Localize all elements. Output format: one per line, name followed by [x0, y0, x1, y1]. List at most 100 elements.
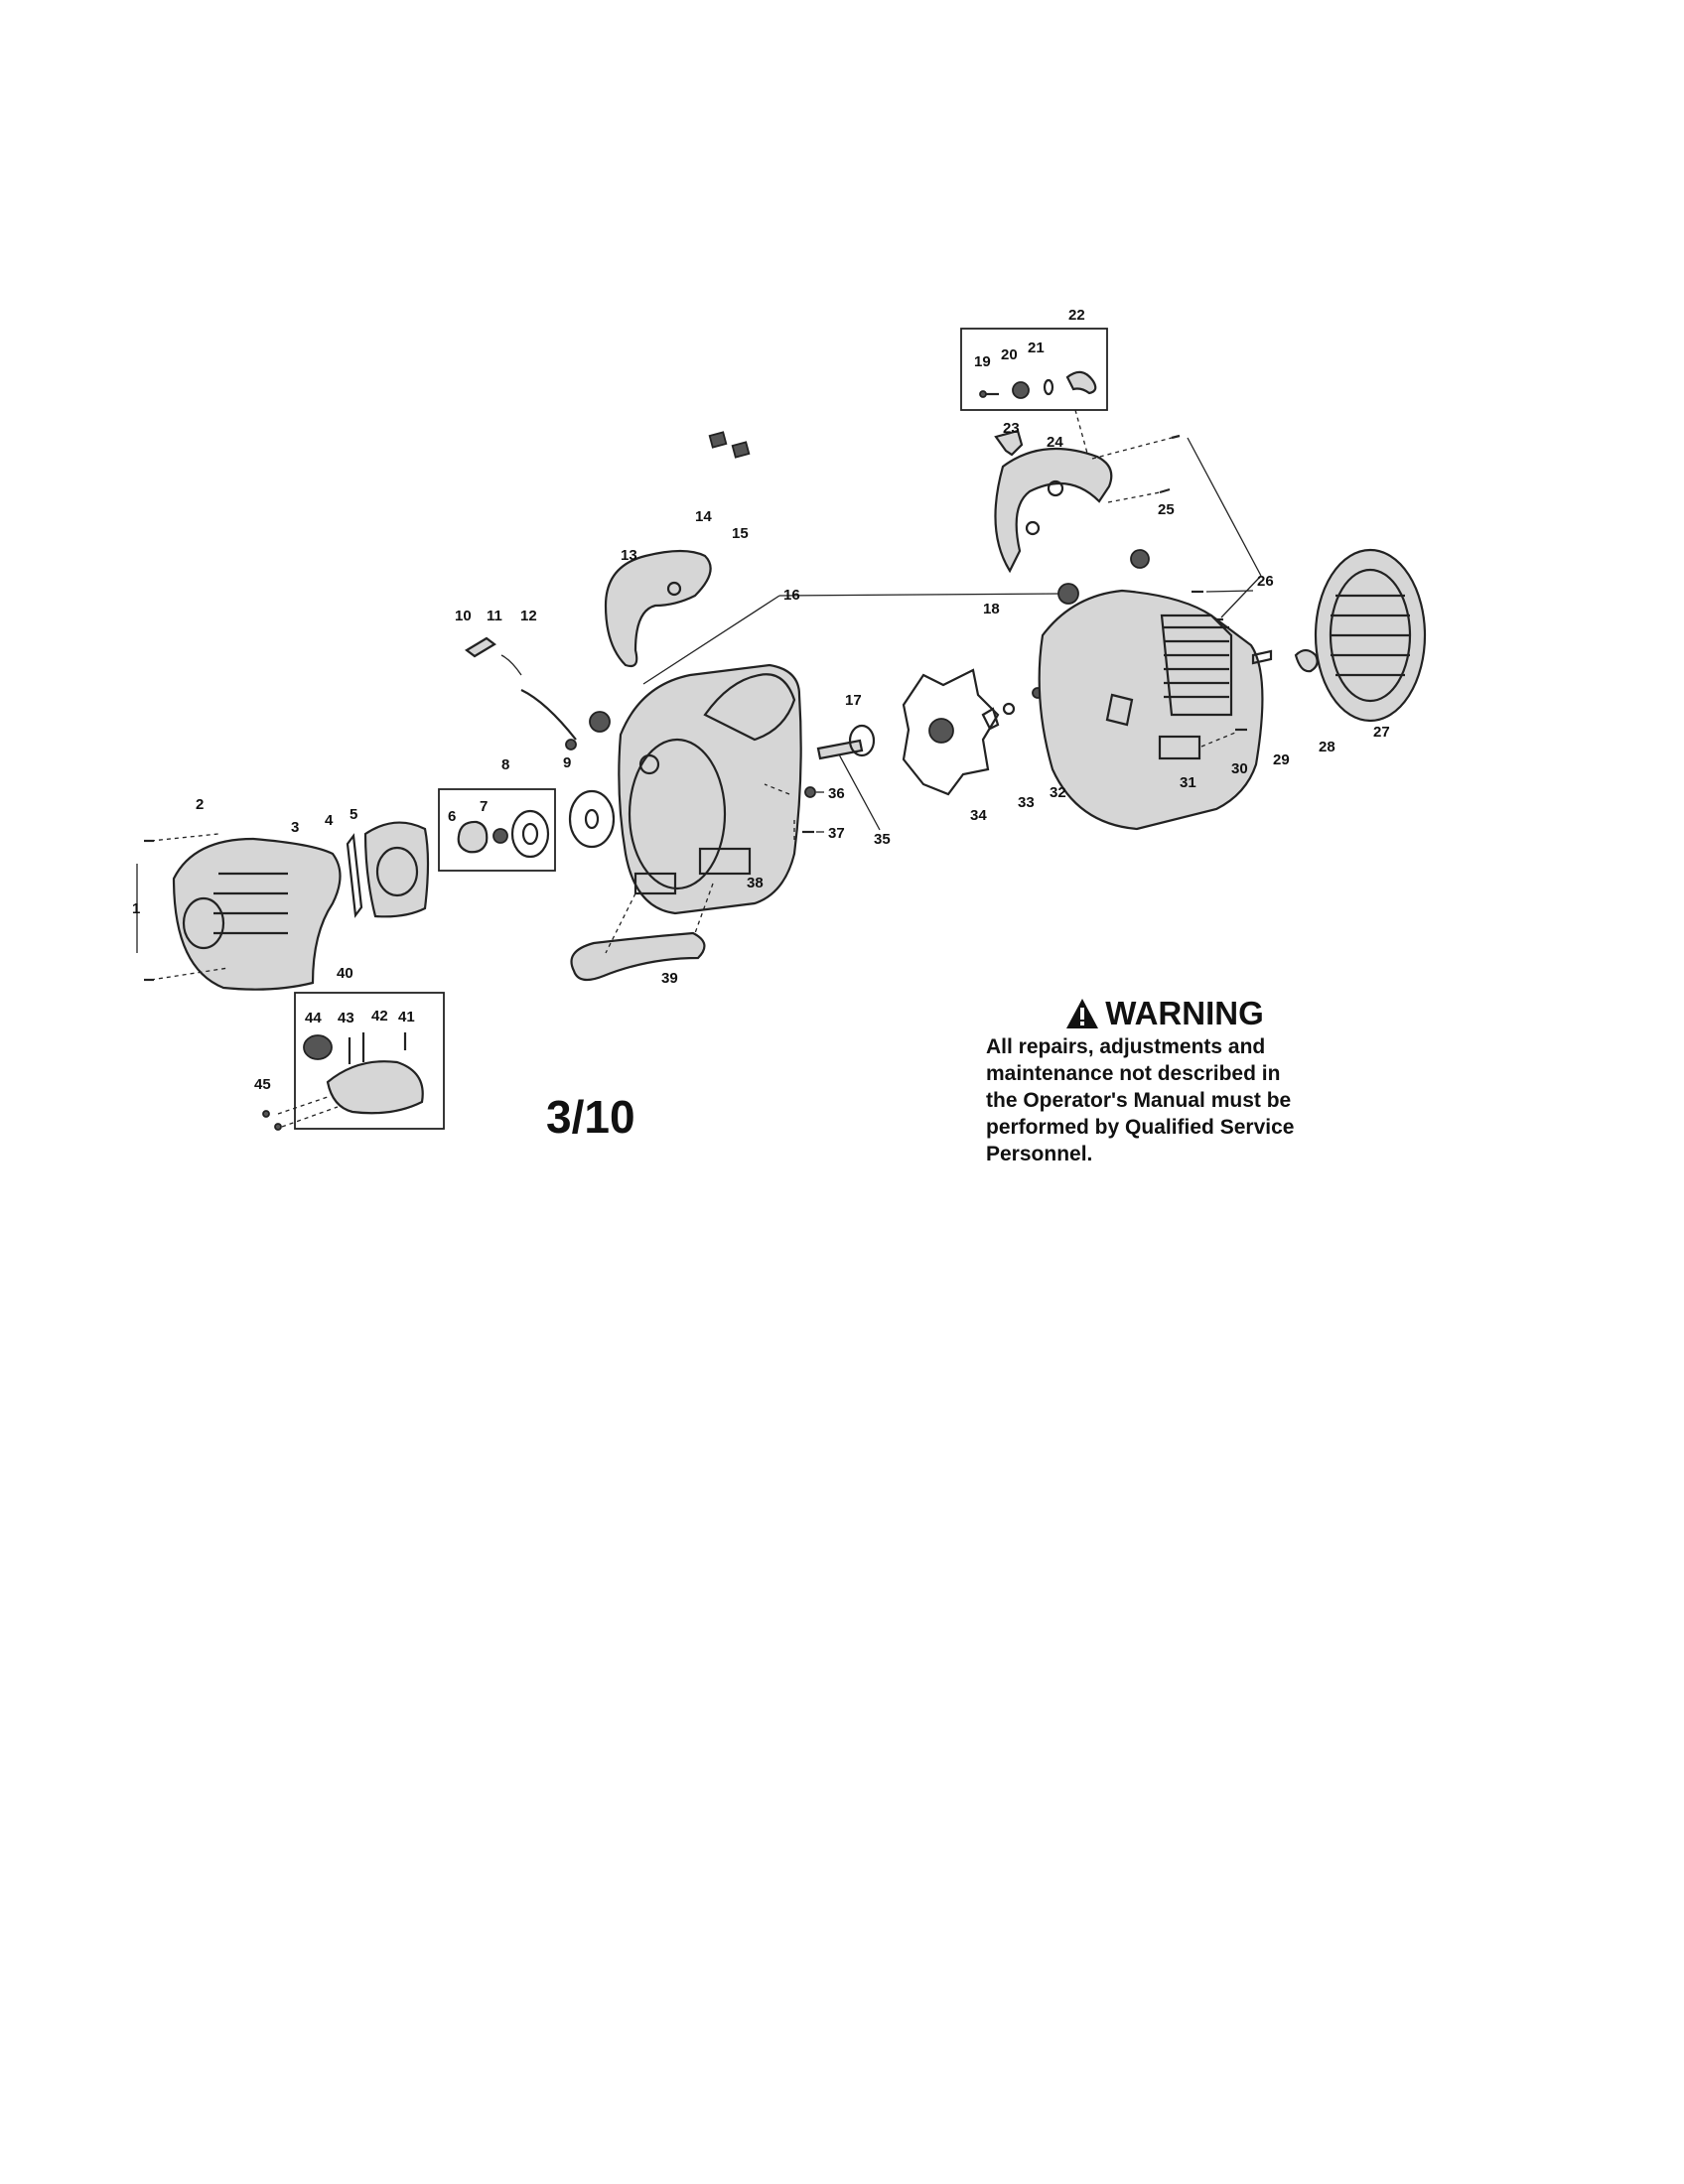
callout-23: 23: [1003, 420, 1020, 437]
part-28-recoil-pawl: [1294, 648, 1319, 673]
callout-38: 38: [747, 875, 764, 891]
callout-44: 44: [305, 1010, 322, 1026]
part-45-screws: [262, 1110, 282, 1131]
warning-body: All repairs, adjustments and maintenance…: [986, 1033, 1383, 1167]
callout-12: 12: [520, 608, 537, 624]
part-32-washer: [1002, 702, 1016, 716]
warning-line: Personnel.: [986, 1143, 1093, 1165]
warning-line: maintenance not described in: [986, 1062, 1281, 1085]
part-11-wire: [500, 654, 522, 676]
kit-box-8: [438, 788, 556, 872]
part-12-rod: [520, 689, 577, 741]
callout-32: 32: [1050, 784, 1066, 801]
callout-19: 19: [974, 353, 991, 370]
part-22-clip: [1065, 370, 1097, 395]
warning-heading: WARNING: [1105, 995, 1264, 1031]
callout-29: 29: [1273, 751, 1290, 768]
part-13-handle-cover: [604, 549, 712, 668]
callout-34: 34: [970, 807, 987, 824]
part-10-bracket: [465, 636, 496, 658]
exploded-parts-diagram: 1 2 3 4 5 6 7 8 9 10 11 12 13 14 15 16 1…: [132, 307, 1427, 1131]
part-40-switch-housing: [326, 1060, 424, 1115]
callout-6: 6: [448, 808, 456, 825]
callout-4: 4: [325, 812, 334, 829]
callout-26: 26: [1257, 573, 1274, 590]
callout-39: 39: [661, 970, 678, 987]
part-44-knob: [303, 1034, 333, 1060]
callout-24: 24: [1047, 434, 1063, 451]
callout-33: 33: [1018, 794, 1035, 811]
part-16-grommet-right-a: [1057, 583, 1079, 605]
callout-30: 30: [1231, 760, 1248, 777]
part-29-spring: [1251, 649, 1273, 665]
callout-1: 1: [132, 900, 140, 917]
part-9-washer: [568, 789, 616, 849]
callout-43: 43: [338, 1010, 354, 1026]
part-1-screws: [144, 839, 154, 982]
callout-28: 28: [1319, 739, 1335, 755]
part-26-screw-side: [1192, 590, 1223, 621]
callout-13: 13: [621, 547, 637, 564]
part-24-handle: [994, 447, 1113, 574]
warning-line: performed by Qualified Service: [986, 1116, 1295, 1139]
callout-5: 5: [350, 806, 357, 823]
warning-triangle-icon: [1066, 999, 1099, 1028]
callout-2: 2: [196, 796, 204, 813]
part-4-gasket: [346, 833, 363, 918]
part-16-grommet-left: [589, 711, 611, 733]
part-21-o-ring: [1043, 378, 1054, 396]
callout-41: 41: [398, 1009, 415, 1025]
callout-17: 17: [845, 692, 862, 709]
part-7-spring: [492, 828, 508, 844]
part-5-recoil-housing: [363, 821, 430, 918]
warning-line: All repairs, adjustments and: [986, 1035, 1266, 1058]
part-27-starter-cover: [1314, 548, 1427, 723]
part-31-engine-housing: [1038, 589, 1264, 831]
part-34-fan-impeller: [902, 668, 1000, 796]
part-25-screw: [1159, 487, 1171, 494]
part-8-pulley: [510, 809, 550, 859]
part-39-nozzle-tube: [570, 931, 706, 982]
part-15-nut: [731, 441, 751, 459]
part-36-nut: [804, 786, 816, 798]
callout-14: 14: [695, 508, 712, 525]
part-16-grommet-right-b: [1130, 549, 1150, 569]
part-17-spacer: [848, 724, 876, 757]
callout-25: 25: [1158, 501, 1175, 518]
callout-45: 45: [254, 1076, 271, 1093]
part-26-screw-top: [1171, 434, 1181, 440]
callout-8: 8: [501, 756, 509, 773]
callout-21: 21: [1028, 340, 1045, 356]
part-23-trigger: [994, 429, 1024, 457]
callout-10: 10: [455, 608, 472, 624]
warning-notice: WARNING All repairs, adjustments and mai…: [986, 996, 1383, 1167]
callout-3: 3: [291, 819, 299, 836]
warning-line: the Operator's Manual must be: [986, 1089, 1292, 1112]
callout-42: 42: [371, 1008, 388, 1024]
callout-9: 9: [563, 754, 571, 771]
callout-35: 35: [874, 831, 891, 848]
part-20-knob: [1012, 381, 1030, 399]
callout-31: 31: [1180, 774, 1196, 791]
part-33-clip: [981, 707, 1000, 731]
callout-11: 11: [487, 608, 502, 624]
callout-36: 36: [828, 785, 845, 802]
part-38-blower-housing: [618, 663, 802, 915]
part-2-front-cover: [172, 837, 342, 991]
part-19-screw: [979, 390, 999, 398]
callout-22: 22: [1068, 307, 1085, 324]
callout-37: 37: [828, 825, 845, 842]
callout-18: 18: [983, 601, 1000, 617]
callout-16: 16: [783, 587, 800, 604]
callout-7: 7: [480, 798, 488, 815]
part-6-clutch: [457, 820, 489, 854]
warning-heading-row: WARNING: [946, 996, 1383, 1031]
callout-27: 27: [1373, 724, 1390, 741]
callout-20: 20: [1001, 346, 1018, 363]
kit-box-40: [294, 992, 445, 1130]
page-number: 3/10: [546, 1091, 635, 1143]
kit-box-22: [960, 328, 1108, 411]
part-14-nut: [708, 431, 728, 449]
callout-40: 40: [337, 965, 353, 982]
